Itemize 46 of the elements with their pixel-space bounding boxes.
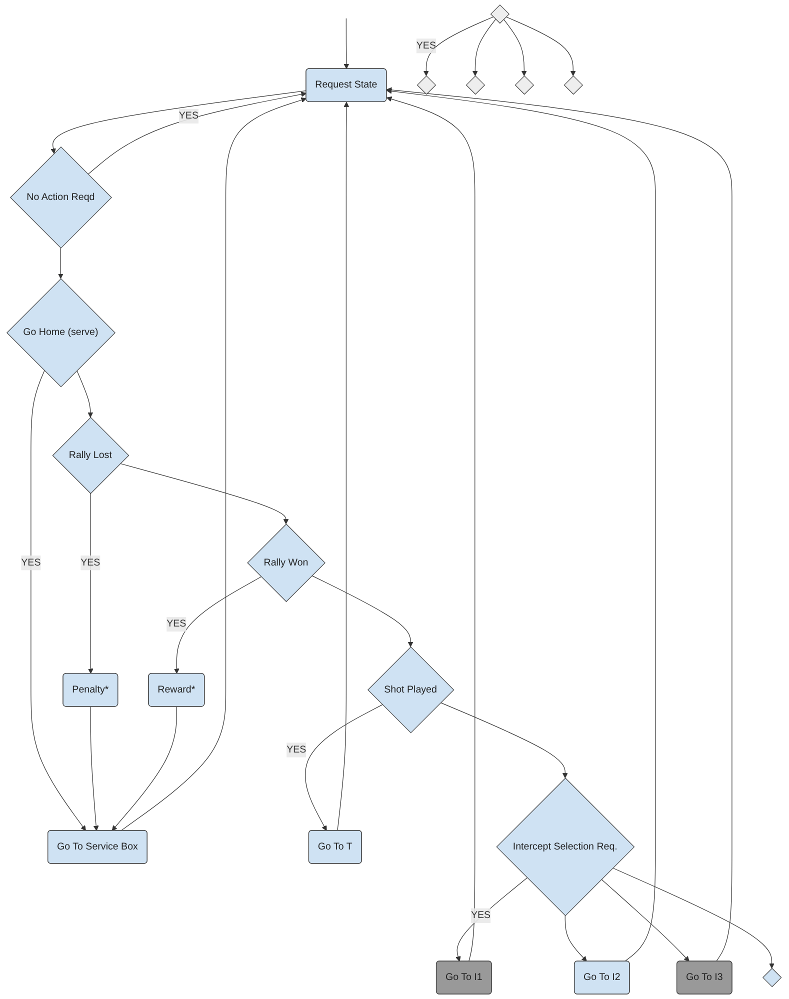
arrow [602,879,690,962]
arrow [386,88,656,962]
node-diamond: No Action Reqd [10,146,112,248]
arrow [344,18,350,70]
arrow [88,92,307,175]
node-diamond [417,75,437,95]
arrow [31,370,86,831]
edge-label: YES [286,744,307,755]
node-diamond [564,75,584,95]
arrow [51,90,307,154]
node-diamond: Rally Lost [52,417,130,494]
arrow [612,868,775,969]
arrow [565,915,588,962]
edge-label: YES [81,557,101,568]
arrow [90,706,100,831]
node-diamond [515,75,534,95]
arrow [174,576,262,674]
node-diamond: Go Home (serve) [6,278,116,388]
arrow [77,370,94,418]
arrow [386,87,733,962]
node-diamond [490,4,510,24]
arrow [440,702,568,778]
arrow [58,248,64,279]
arrow [472,18,496,76]
node-diamond [762,968,782,988]
edge-label: YES [167,618,187,630]
arrow [386,96,476,962]
arrow [506,16,576,76]
edge-label: YES [179,110,199,122]
arrow [120,463,290,524]
edge-label: YES [22,557,42,568]
node-diamond: Intercept Selection Req. [496,778,636,916]
edge-label: YES [471,910,491,921]
arrow [88,493,94,674]
edge-label: YES [416,40,436,51]
node-diamond: Rally Won [248,524,326,602]
arrow [338,102,350,831]
node-diamond [466,75,486,95]
arrow [305,704,384,831]
arrow [456,878,528,962]
arrow [312,575,414,648]
arrow [121,97,307,831]
arrow [504,18,528,76]
node-diamond: Shot Played [368,646,455,734]
arrow [424,16,494,76]
arrow [112,706,178,831]
